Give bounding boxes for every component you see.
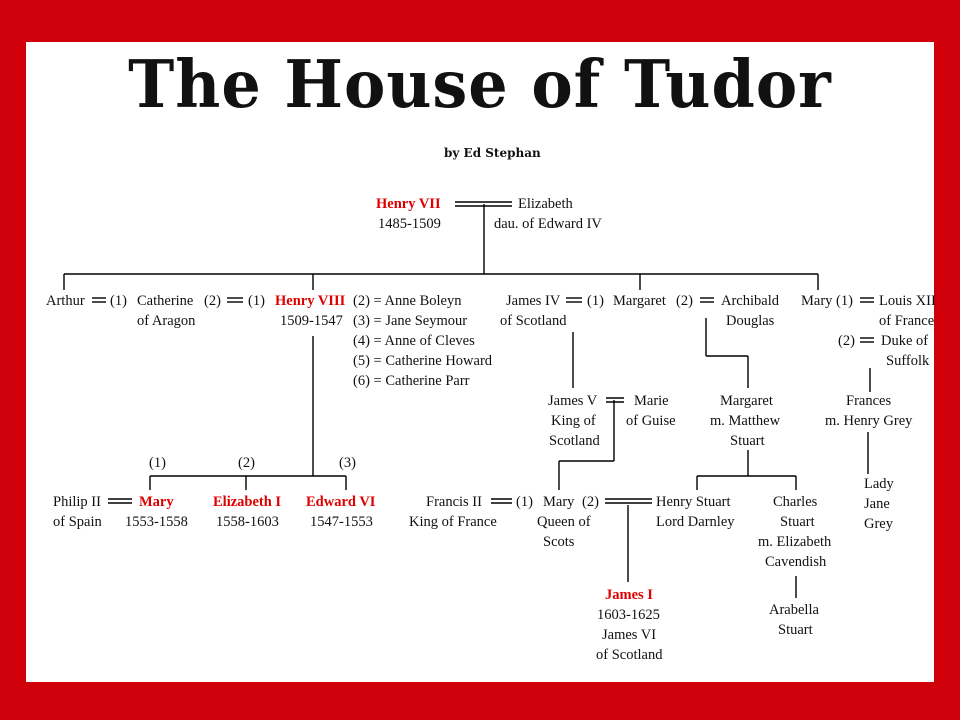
marriage-mark: (2): [204, 293, 221, 309]
marriage-mark: (1): [110, 293, 127, 309]
person-edward-vi-years: 1547-1553: [310, 514, 373, 530]
person-arthur: Arthur: [46, 293, 85, 309]
person-philip-ii-desc: of Spain: [53, 514, 102, 530]
marriage-mark: (1): [836, 293, 853, 309]
marriage-mark: (2): [676, 293, 693, 309]
page-title: The House of Tudor: [128, 46, 832, 123]
person-james-i-desc: of Scotland: [596, 647, 663, 663]
marriage-mark: (2): [838, 333, 855, 349]
wife-entry: (3) = Jane Seymour: [353, 313, 468, 329]
wife-entry: (5) = Catherine Howard: [353, 353, 493, 369]
person-james-i-desc: James VI: [602, 627, 657, 643]
person-james-i: James I: [605, 587, 653, 603]
person-archibald: Archibald: [721, 293, 779, 309]
person-louis-xii-desc: of France: [879, 313, 935, 329]
person-elizabeth-york-desc: dau. of Edward IV: [494, 216, 602, 232]
person-charles-stuart-desc: m. Elizabeth: [758, 534, 832, 550]
person-philip-ii: Philip II: [53, 494, 101, 510]
person-arabella-stuart-desc: Stuart: [778, 622, 813, 638]
person-margaret-douglas: Margaret: [720, 393, 773, 409]
person-margaret-douglas-desc: m. Matthew: [710, 413, 781, 429]
person-duke-suffolk: Duke of: [881, 333, 929, 349]
person-mary-i-years: 1553-1558: [125, 514, 188, 530]
person-henry-viii-years: 1509-1547: [280, 313, 343, 329]
person-mary-i: Mary: [139, 494, 174, 510]
person-henry-stuart: Henry Stuart: [656, 494, 731, 510]
person-catherine-aragon: Catherine: [137, 293, 194, 309]
person-mary-queen-of-scots: Mary: [543, 494, 575, 510]
person-lady-jane-grey: Grey: [864, 516, 893, 532]
person-charles-stuart-desc: Stuart: [780, 514, 815, 530]
child-mark: (3): [339, 455, 356, 471]
person-marie-guise-desc: of Guise: [626, 413, 676, 429]
person-frances: Frances: [846, 393, 892, 409]
person-james-v: James V: [548, 393, 598, 409]
person-mary-queen-of-scots-desc: Queen of: [537, 514, 591, 530]
person-arabella-stuart: Arabella: [769, 602, 819, 618]
person-james-iv: James IV: [506, 293, 561, 309]
person-james-v-desc: Scotland: [549, 433, 600, 449]
person-henry-stuart-desc: Lord Darnley: [656, 514, 735, 530]
person-louis-xii: Louis XII: [879, 293, 936, 309]
person-elizabeth-york: Elizabeth: [518, 196, 573, 212]
person-charles-stuart-desc: Cavendish: [765, 554, 827, 570]
person-henry-viii: Henry VIII: [275, 293, 346, 309]
person-margaret-douglas-desc: Stuart: [730, 433, 765, 449]
person-mary-queen-of-scots-desc: Scots: [543, 534, 575, 550]
person-edward-vi: Edward VI: [306, 494, 376, 510]
child-mark: (2): [238, 455, 255, 471]
wife-entry: (4) = Anne of Cleves: [353, 333, 475, 349]
byline: by Ed Stephan: [444, 146, 541, 160]
person-mary-tudor: Mary: [801, 293, 833, 309]
person-lady-jane-grey: Jane: [864, 496, 890, 512]
wife-entry: (6) = Catherine Parr: [353, 373, 470, 389]
marriage-mark: (1): [516, 494, 533, 510]
chart-panel: [26, 42, 934, 682]
marriage-mark: (1): [248, 293, 265, 309]
person-lady-jane-grey: Lady: [864, 476, 894, 492]
marriage-mark: (1): [587, 293, 604, 309]
person-frances-desc: m. Henry Grey: [825, 413, 913, 429]
person-james-i-years: 1603-1625: [597, 607, 660, 623]
person-james-v-desc: King of: [551, 413, 596, 429]
wife-entry: (2) = Anne Boleyn: [353, 293, 462, 309]
person-james-iv-desc: of Scotland: [500, 313, 567, 329]
person-archibald-desc: Douglas: [726, 313, 775, 329]
person-charles-stuart: Charles: [773, 494, 818, 510]
person-elizabeth-i: Elizabeth I: [213, 494, 282, 510]
person-elizabeth-i-years: 1558-1603: [216, 514, 279, 530]
person-francis-ii-desc: King of France: [409, 514, 497, 530]
marriage-mark: (2): [582, 494, 599, 510]
person-margaret: Margaret: [613, 293, 666, 309]
person-duke-suffolk-desc: Suffolk: [886, 353, 930, 369]
person-catherine-aragon-desc: of Aragon: [137, 313, 196, 329]
person-marie-guise: Marie: [634, 393, 669, 409]
person-henry-vii: Henry VII: [376, 196, 441, 212]
person-francis-ii: Francis II: [426, 494, 482, 510]
person-henry-vii-years: 1485-1509: [378, 216, 441, 232]
child-mark: (1): [149, 455, 166, 471]
